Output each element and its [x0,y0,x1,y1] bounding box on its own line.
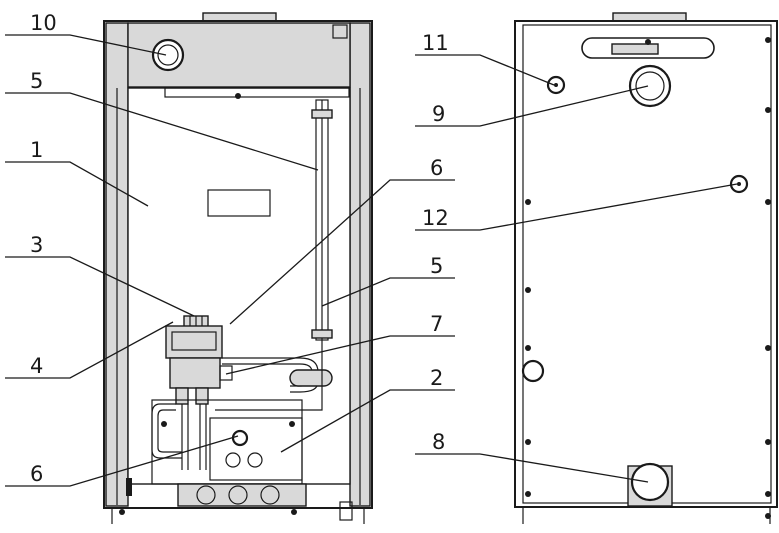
front-corner-square [332,24,348,39]
callout-1: 1 [30,138,43,162]
front-flue-collar [202,12,277,22]
burner-row [177,483,307,507]
callout-2: 2 [430,366,443,390]
capillary-sensor [289,369,333,387]
rating-plate [207,189,271,217]
rear-side-opening [521,359,545,383]
leader-lines [5,34,738,487]
callout-6-lower: 6 [30,462,43,486]
flue-outlet [151,38,185,72]
callout-10: 10 [30,11,57,35]
callout-5-lower: 5 [430,254,443,278]
callout-6-upper: 6 [430,156,443,180]
callout-4: 4 [30,354,43,378]
gas-valve-body [169,357,221,389]
callout-labels: 10 5 1 3 4 6 5 6 7 2 11 9 12 8 [30,11,449,486]
callout-5-top: 5 [30,69,43,93]
rear-view [514,12,778,524]
callout-9: 9 [432,102,445,126]
front-view [103,12,373,524]
pilot-window [231,429,249,447]
callout-7: 7 [430,312,443,336]
rear-flue-collar [612,12,687,22]
callout-11: 11 [422,31,449,55]
callout-8: 8 [432,430,445,454]
callout-3: 3 [30,233,43,257]
gas-valve [165,325,223,359]
callout-12: 12 [422,206,449,230]
gas-inlet [630,462,670,502]
